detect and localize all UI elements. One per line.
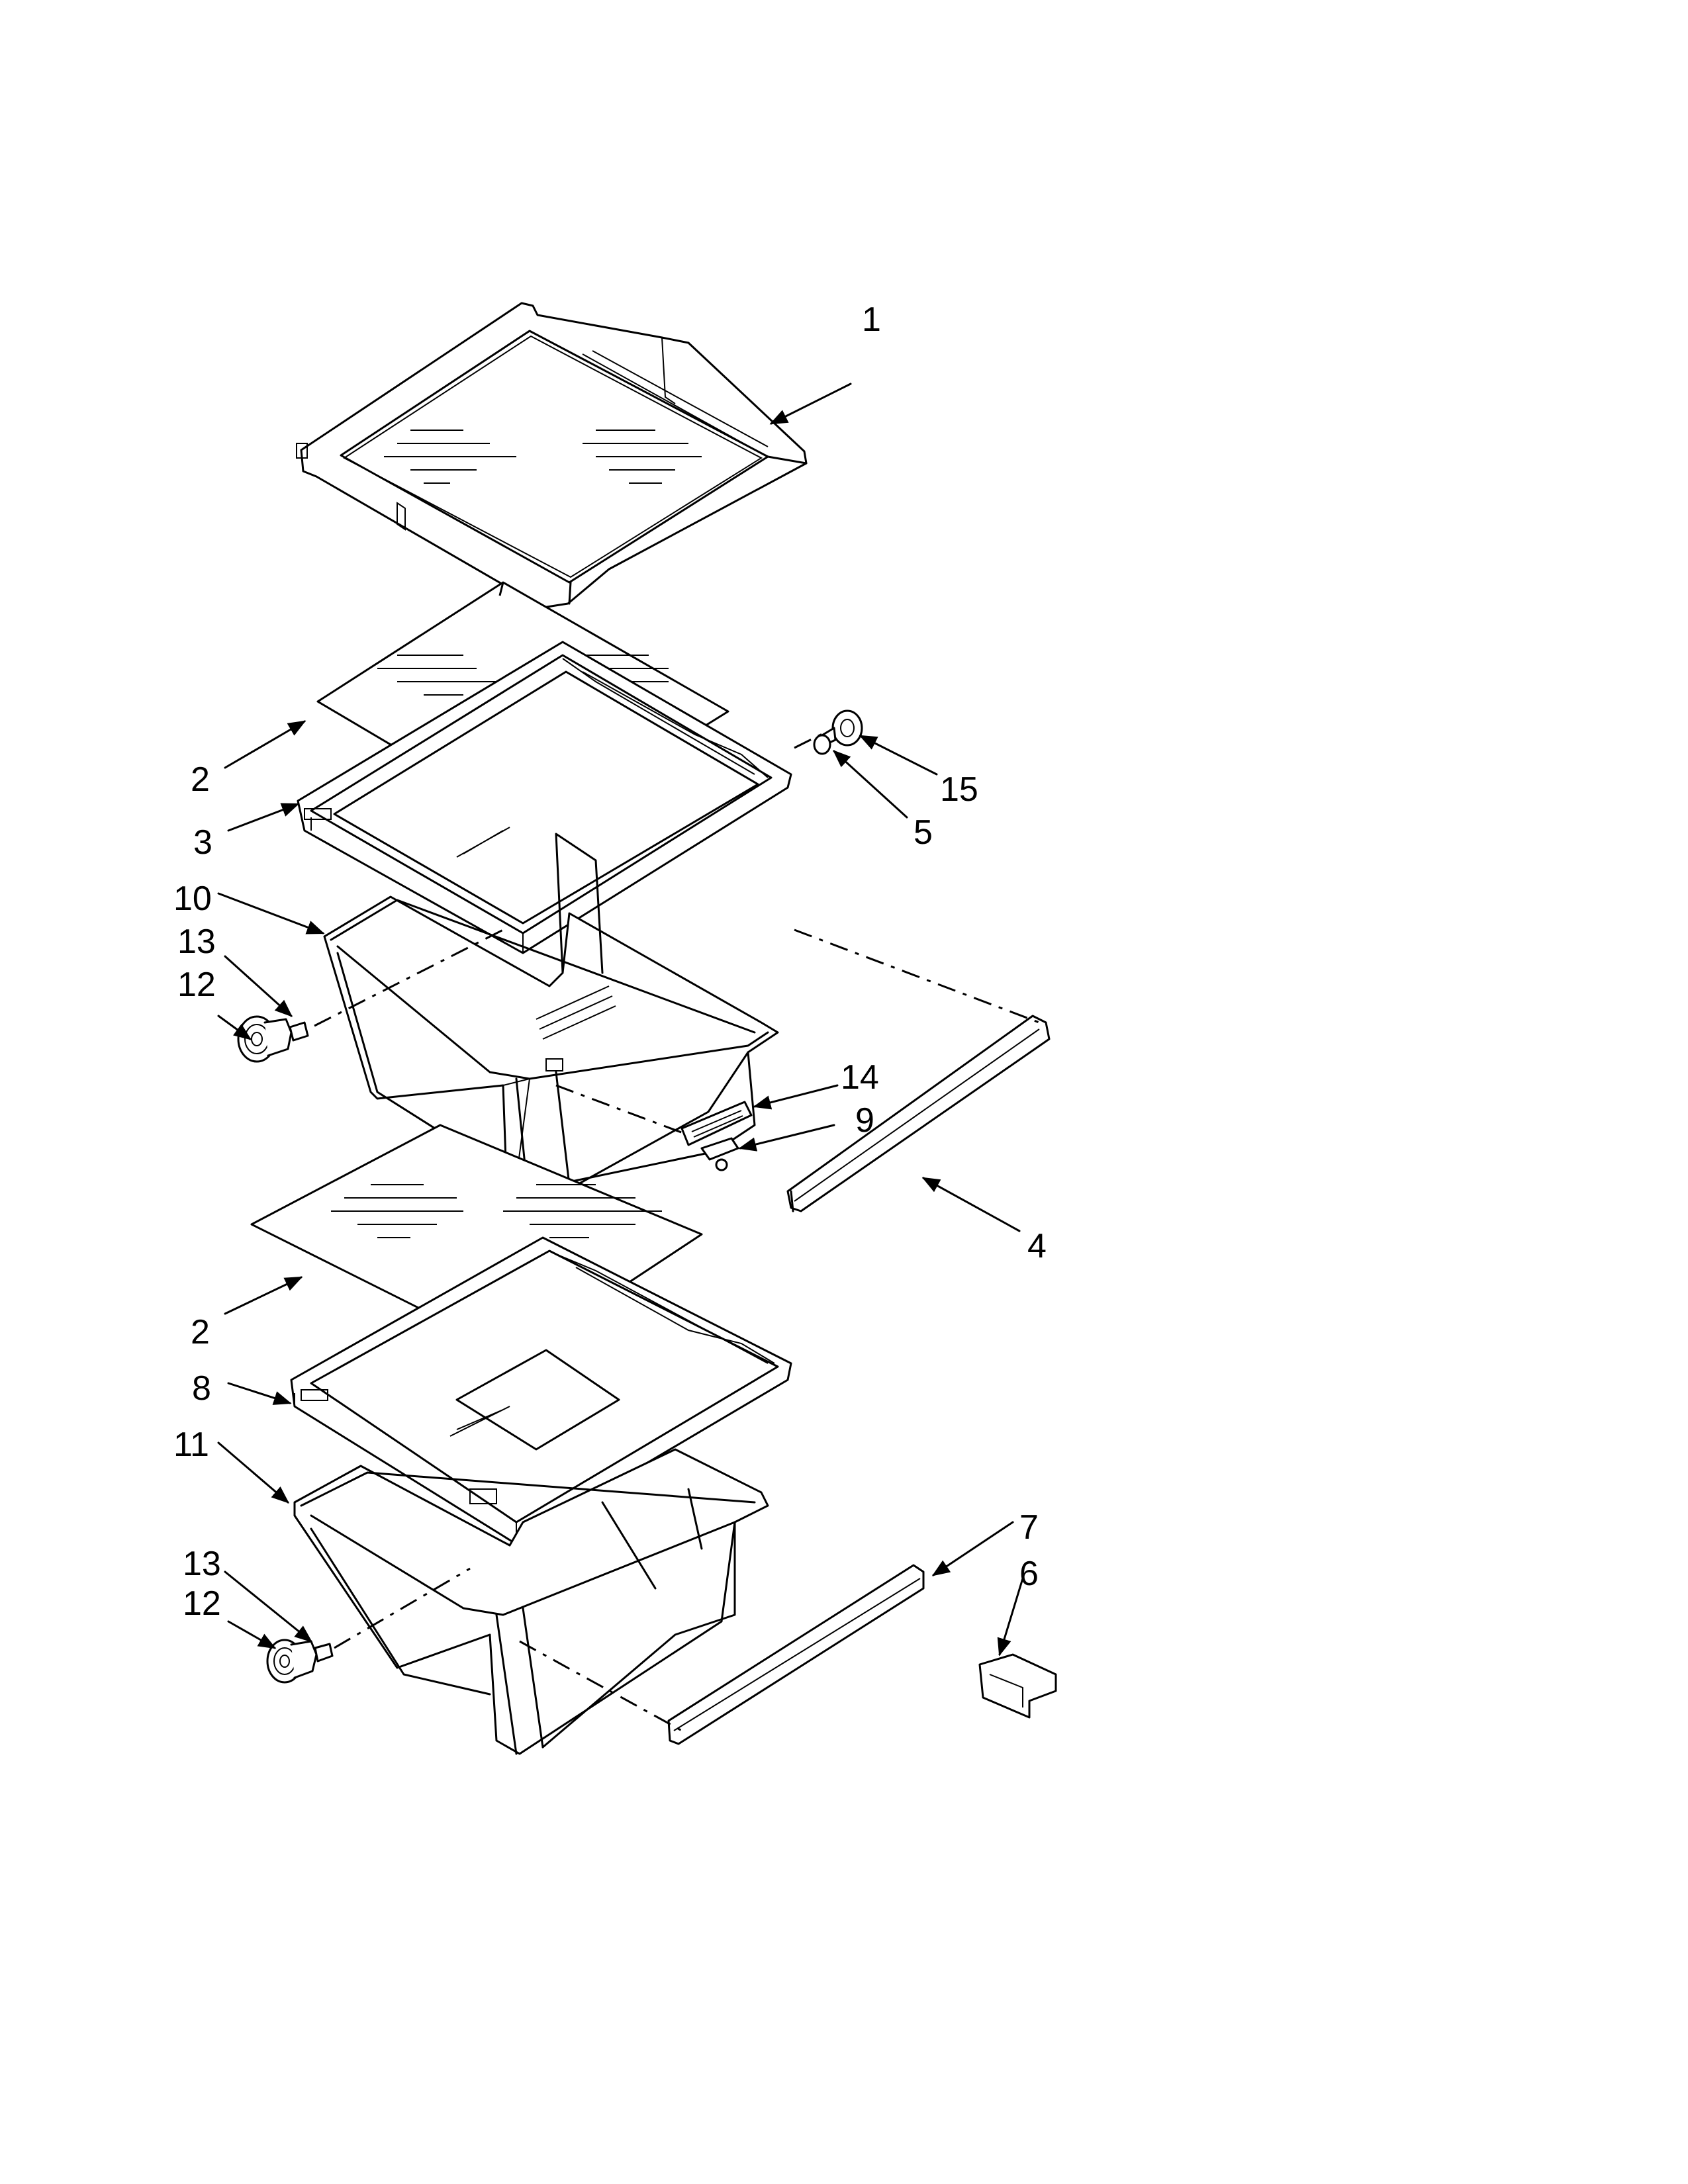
callout-8: 8 — [192, 1369, 211, 1408]
alignment-lines — [314, 582, 1040, 1732]
leader-arrows — [217, 383, 1024, 1657]
humidity-slide-part-14 — [680, 1101, 753, 1146]
humidity-lever-part-9 — [700, 1137, 739, 1171]
screw-part-13-lower — [314, 1643, 334, 1662]
crisper-cover-frame-part-3 — [297, 641, 792, 954]
callout-9: 9 — [855, 1101, 874, 1140]
callout-12-upper: 12 — [177, 966, 216, 1004]
callout-12-lower: 12 — [183, 1584, 221, 1623]
drawer-trim-part-4 — [786, 1015, 1051, 1212]
drawer-trim-part-7 — [667, 1564, 925, 1745]
callout-2-upper: 2 — [191, 760, 210, 799]
callout-3: 3 — [193, 823, 212, 862]
shelf-frame-part-1 — [296, 302, 808, 609]
callout-4: 4 — [1027, 1227, 1047, 1265]
screw-part-13-upper — [289, 1021, 309, 1042]
callout-11: 11 — [173, 1426, 209, 1464]
crisper-cover-frame-part-8 — [290, 1236, 792, 1543]
callout-6: 6 — [1019, 1555, 1039, 1593]
roller-part-12-upper — [237, 1015, 293, 1063]
callout-13-upper: 13 — [177, 923, 216, 961]
callout-10: 10 — [173, 880, 212, 918]
callout-2-lower: 2 — [191, 1313, 210, 1351]
callout-14: 14 — [841, 1058, 879, 1097]
clip-part-6 — [978, 1653, 1057, 1719]
roller-part-12-lower — [266, 1639, 318, 1684]
screw-part-5 — [813, 727, 837, 755]
roller-part-15 — [831, 709, 863, 747]
crisper-drawer-part-11 — [293, 1448, 769, 1755]
crisper-drawer-part-10 — [323, 833, 779, 1212]
callout-13-lower: 13 — [183, 1545, 221, 1583]
callout-labels: 1 2 3 10 13 12 15 5 14 9 4 2 8 11 7 6 13… — [173, 300, 1047, 1623]
callout-7: 7 — [1019, 1508, 1039, 1547]
callout-1: 1 — [862, 300, 881, 339]
callout-15: 15 — [940, 770, 978, 809]
callout-5: 5 — [914, 813, 933, 852]
